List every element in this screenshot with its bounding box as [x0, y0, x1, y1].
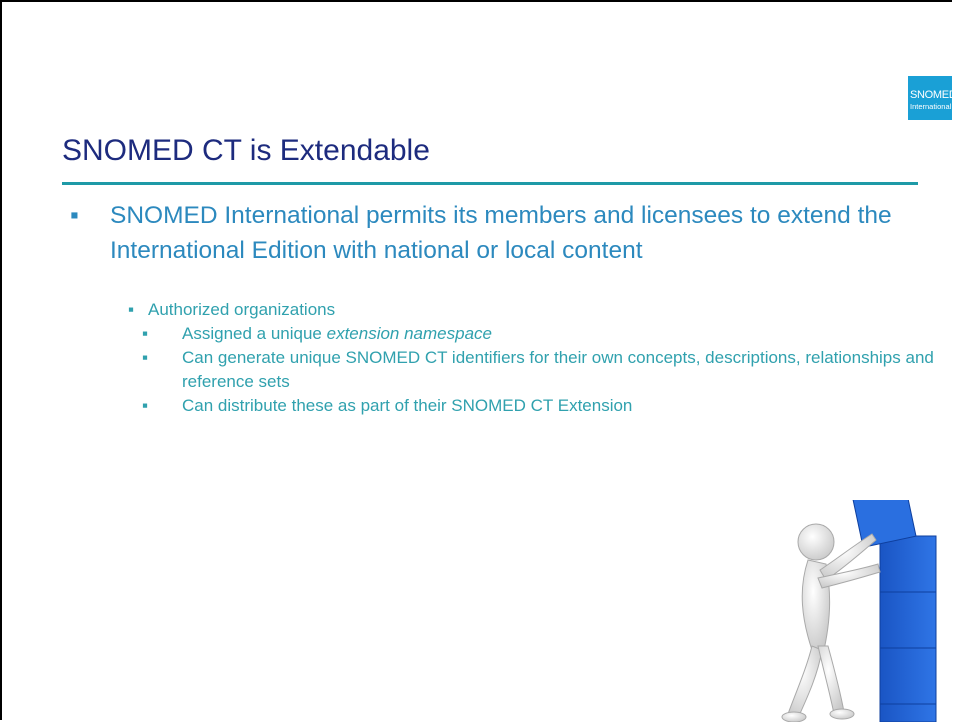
bullet-level3-identifiers: ▪ Can generate unique SNOMED CT identifie…: [142, 346, 942, 394]
bullet-level3-text: Assigned a unique: [182, 324, 327, 343]
bullet-icon: ▪: [142, 348, 149, 367]
title-divider: [62, 182, 918, 185]
bullet-icon: ▪: [142, 324, 149, 343]
bullet-level3-namespace: ▪ Assigned a unique extension namespace: [142, 322, 942, 346]
slide-title: SNOMED CT is Extendable: [62, 134, 430, 167]
bullet-level1: ▪ SNOMED International permits its member…: [70, 198, 950, 268]
bullet-level3-emphasis: extension namespace: [326, 324, 492, 343]
bullet-level1-text: SNOMED International permits its members…: [110, 202, 892, 264]
bullet-icon: ▪: [70, 202, 79, 229]
bullet-icon: ▪: [128, 300, 135, 319]
snomed-logo: SNOMED International: [908, 76, 952, 120]
bullet-level3-text: Can distribute these as part of their SN…: [182, 396, 633, 415]
bullet-level2: ▪ Authorized organizations: [128, 298, 335, 322]
stick-figure: [781, 523, 881, 722]
bullet-level3-text: Can generate unique SNOMED CT identifier…: [182, 348, 934, 391]
logo-text-international: International: [910, 102, 952, 111]
bullet-level2-text: Authorized organizations: [148, 300, 336, 319]
bullet-icon: ▪: [142, 396, 149, 415]
logo-text-snomed: SNOMED: [910, 89, 952, 101]
bullet-level3-distribute: ▪ Can distribute these as part of their S…: [142, 394, 942, 418]
stick-figure-stacking-cubes-illustration: [781, 500, 937, 722]
cube-stack: [852, 500, 937, 722]
